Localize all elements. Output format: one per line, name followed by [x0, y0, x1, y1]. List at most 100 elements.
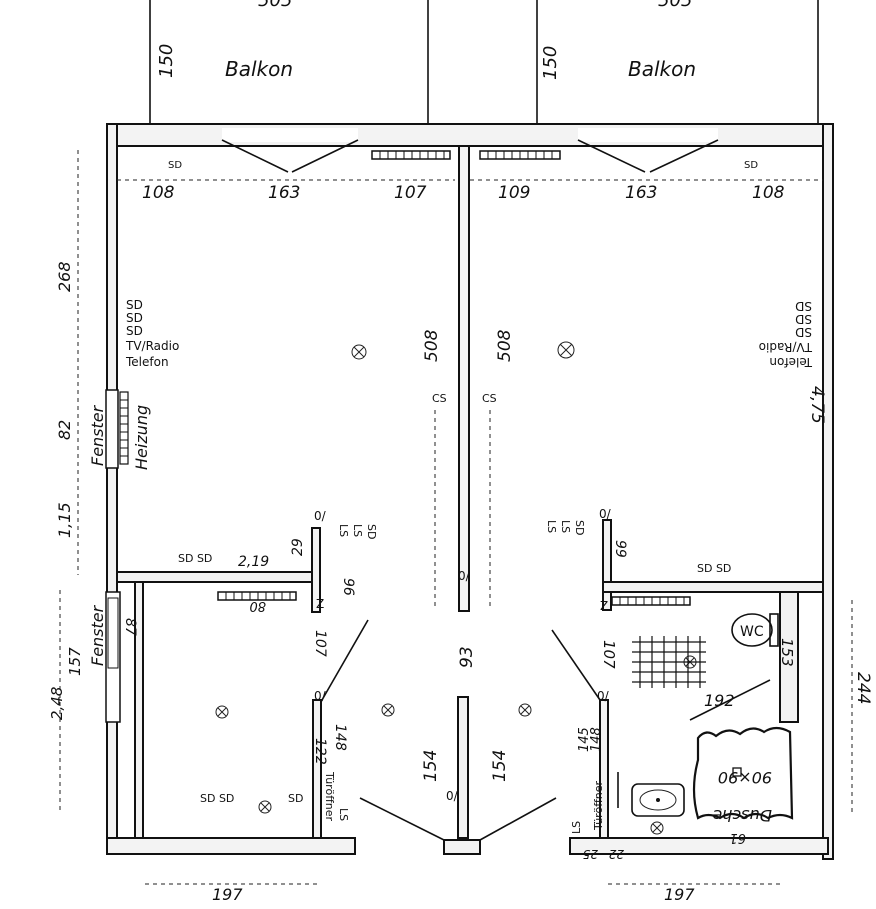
bath-small-2: 22: [609, 847, 624, 861]
left-sd-label: SD SD: [178, 552, 212, 565]
bath-wc-dim: 153: [778, 638, 796, 667]
left-partition-dim2: 29: [290, 538, 306, 556]
right-outlet-1: SD: [795, 299, 812, 313]
bath-dim-61: 61: [729, 830, 746, 845]
dim-top-left-1: 108: [142, 183, 175, 203]
right-outlet-5: Telefon: [769, 355, 813, 369]
left-outlet-3: SD: [126, 324, 143, 338]
left-window-label: Fenster: [88, 404, 107, 466]
shower-label: Dusche: [712, 806, 772, 825]
left-outlets: SD SD SD TV/Radio Telefon: [125, 298, 179, 369]
center-wall: [443, 145, 481, 855]
dim-top-left-2: 163: [268, 183, 300, 203]
ceiling-light-icon: [557, 341, 575, 359]
right-cs-label: CS: [482, 392, 497, 405]
small-dim-a: 122: [312, 738, 328, 765]
hall-dim-left: 154: [421, 750, 441, 782]
svg-text:0/: 0/: [314, 689, 327, 703]
left-wall-length: 508: [422, 329, 442, 362]
svg-text:Z: Z: [600, 599, 608, 613]
bath-dim-145: 145: [577, 727, 592, 752]
right-ls-3: SD: [573, 520, 586, 535]
ceiling-light-icon: [650, 821, 664, 835]
wc-label: WC: [740, 624, 764, 640]
svg-text:Z: Z: [316, 597, 324, 611]
bath-door-dim: 107: [600, 640, 618, 669]
left-outlet-5: Telefon: [125, 355, 169, 369]
right-sd-label: SD SD: [697, 562, 731, 575]
svg-text:0/: 0/: [597, 689, 610, 703]
dim-top-left-3: 107: [394, 183, 427, 203]
door-markers: 0/ 0/ 0/ 0/ 0/ 0/ Z Z: [314, 507, 612, 803]
ceiling-light-icon: [258, 800, 272, 814]
left-cs-label: CS: [432, 392, 447, 405]
shower-size: 90×90: [718, 768, 772, 787]
balcony-right-label: Balkon: [628, 57, 696, 81]
left-heating-label: Heizung: [132, 405, 151, 470]
right-lower-labels: SD SD 99 LS LS SD: [545, 520, 731, 575]
svg-text:SD: SD: [744, 160, 758, 171]
sink-icon: [631, 783, 685, 817]
top-dimensions: 108 163 107 109 163 108: [117, 179, 823, 203]
right-outlet-2: SD: [795, 312, 812, 326]
balcony-left-depth: 150: [156, 44, 177, 78]
balcony-right-depth: 150: [540, 46, 561, 80]
small-room: Fenster 157 87 2,48 80 107 122 148 Türöf…: [48, 590, 369, 904]
left-lower-dim: 1,15: [55, 502, 74, 538]
small-window-label: Fenster: [88, 604, 107, 666]
left-lower-labels: SD SD 2,19 29 96 LS LS SD: [178, 524, 378, 596]
small-window-dim: 157: [66, 647, 84, 676]
bathroom: WC 153 107 192 Dusche 90×90 145 148 Türö…: [551, 596, 796, 904]
ceiling-light-icon: [518, 703, 532, 717]
svg-text:0/: 0/: [446, 789, 459, 803]
small-ls: LS: [337, 808, 350, 821]
shower-icon: Dusche 90×90: [692, 726, 794, 825]
right-ls-1: LS: [545, 520, 558, 533]
right-side-dims: 4,75 244: [807, 386, 873, 815]
right-wall-length: 508: [495, 329, 515, 362]
balcony-left-width: 505: [258, 0, 292, 11]
small-door-opener: Türöffner: [323, 771, 336, 822]
svg-text:SD: SD: [168, 160, 182, 171]
ceiling-light-icon: [351, 344, 367, 360]
ceiling-light-icon: [215, 705, 229, 719]
left-ls-2: LS: [351, 524, 364, 537]
left-outlet-4: TV/Radio: [125, 339, 179, 353]
left-window-heater: Fenster Heizung 82 1,15 268: [55, 150, 151, 575]
balcony-right-width: 505: [658, 0, 692, 11]
bath-bottom-width: 197: [664, 885, 695, 904]
small-window-inner-dim: 87: [122, 618, 138, 636]
right-outlets: SD SD SD TV/Radio Telefon: [759, 299, 813, 369]
right-door-dim: 99: [612, 540, 628, 558]
left-partition-dim: 2,19: [238, 554, 269, 570]
left-ls-1: LS: [337, 524, 350, 537]
floor-grid: [632, 636, 706, 688]
left-outlet-1: SD: [126, 298, 143, 312]
toilet-icon: WC: [731, 613, 779, 647]
right-side-dim: 4,75: [807, 386, 827, 424]
bath-small-1: 25: [583, 847, 598, 861]
hall-dim-right: 154: [490, 750, 510, 782]
bath-diag-dim: 192: [704, 691, 735, 710]
right-partitions: [599, 519, 824, 839]
left-side-dim: 96: [340, 578, 356, 596]
hall-door-swings: [359, 797, 557, 841]
left-ls-3: SD: [365, 524, 378, 539]
left-partitions: [116, 527, 322, 839]
svg-text:0/: 0/: [599, 507, 612, 521]
small-sd-1: SD SD: [200, 792, 234, 805]
top-heaters: SD SD: [168, 150, 758, 171]
right-ls-2: LS: [559, 520, 572, 533]
outer-walls: [106, 123, 834, 860]
right-outlet-4: TV/Radio: [759, 340, 813, 354]
hall-dim-top: 93: [457, 646, 477, 668]
bath-ls: LS: [570, 821, 583, 834]
small-bottom-width: 197: [212, 885, 243, 904]
left-window-dim: 82: [55, 420, 74, 440]
right-outlet-3: SD: [795, 325, 812, 339]
dim-top-right-1: 109: [498, 183, 530, 203]
small-door-dim: 107: [312, 630, 328, 657]
ceiling-light-icon: [381, 703, 395, 717]
small-sd-2: SD: [288, 792, 303, 805]
